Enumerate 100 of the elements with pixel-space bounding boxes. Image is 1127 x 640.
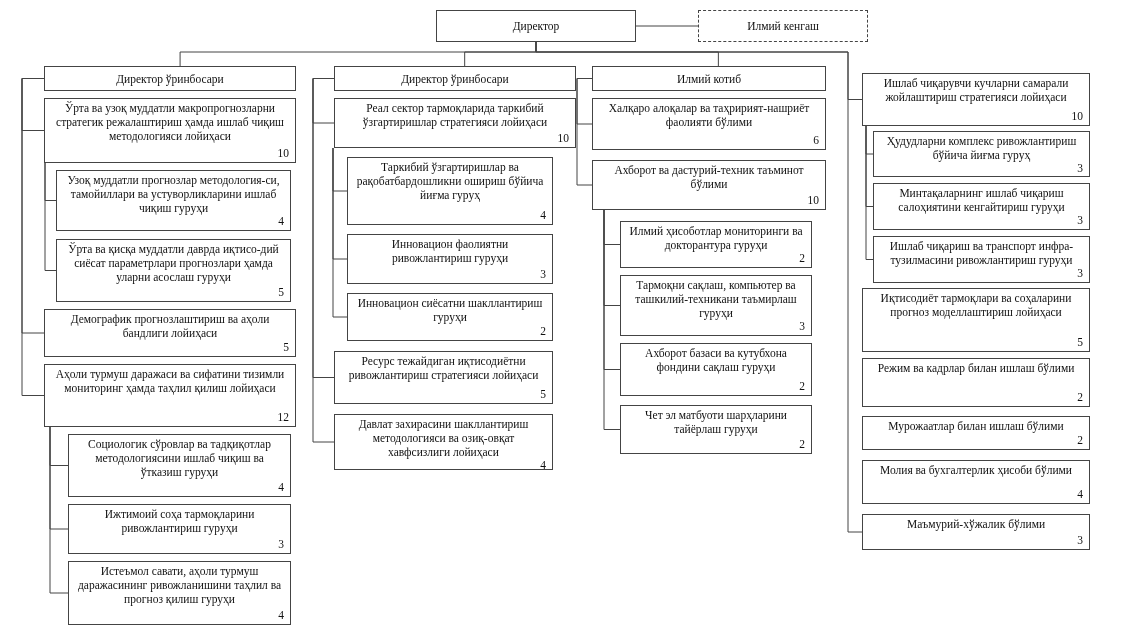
connector-line	[576, 78, 593, 186]
staff-count: 10	[277, 147, 289, 161]
staff-count: 5	[1077, 336, 1083, 350]
unit-box	[698, 10, 868, 42]
unit-name: Директор ўринбосари	[115, 72, 225, 86]
unit-name: Илмий котиб	[675, 72, 743, 86]
unit-name: Минтақаларнинг ишлаб чиқариш салоҳиятини кенгайтириш гуруҳи	[897, 186, 1066, 215]
unit-box	[436, 10, 636, 42]
staff-count: 3	[799, 320, 805, 334]
staff-count: 3	[278, 538, 284, 552]
unit-box	[592, 160, 826, 210]
unit-box	[620, 343, 812, 396]
staff-count: 2	[540, 325, 546, 339]
unit-name: Директор	[511, 19, 561, 34]
staff-count: 2	[1077, 434, 1083, 448]
staff-count: 10	[1071, 110, 1083, 124]
unit-name: Таркибий ўзгартиришлар ва рақобатбардошликни ошириш бўйича йиғма гуруҳ	[355, 160, 545, 203]
unit-box	[44, 98, 296, 163]
unit-name: Халқаро алоқалар ва таҳририят-нашриёт фаолияти бўлими	[607, 101, 811, 130]
staff-count: 4	[278, 609, 284, 623]
connector-line	[49, 426, 69, 594]
staff-count: 5	[540, 388, 546, 402]
staff-count: 4	[278, 215, 284, 229]
staff-count: 12	[277, 411, 289, 425]
unit-name: Социологик сўровлар ва тадқиқотлар методологиясини ишлаб чиқиш ва ўтказиш гуруҳи	[87, 437, 272, 480]
staff-count: 3	[1077, 162, 1083, 176]
unit-name: Инновацион фаолиятни ривожлантириш гуруҳи	[390, 237, 510, 266]
staff-count: 4	[540, 209, 546, 223]
unit-box	[873, 183, 1090, 230]
unit-box	[347, 157, 553, 225]
unit-name: Истеъмол савати, аҳоли турмуш даражасининг ривожланишини таҳлил ва прогноз қилиш гуруҳи	[76, 564, 283, 607]
unit-box	[334, 351, 553, 404]
staff-count: 5	[283, 341, 289, 355]
staff-count: 3	[1077, 214, 1083, 228]
unit-box	[68, 434, 291, 497]
connector-line	[312, 78, 335, 443]
connector-line	[332, 147, 348, 318]
staff-count: 10	[557, 132, 569, 146]
unit-name: Режим ва кадрлар билан ишлаш бўлими	[876, 361, 1076, 375]
unit-name: Ўрта ва узоқ муддатли макропрогнозларни стратегик режалаштириш ҳамда ишлаб чиқиш методологияси лойиҳаси	[55, 101, 285, 144]
staff-count: 4	[1077, 488, 1083, 502]
unit-box	[56, 239, 291, 302]
connector-line	[603, 209, 621, 430]
unit-box	[620, 405, 812, 454]
unit-name: Реал сектор тармоқларида таркибий ўзгартиришлар стратегияси лойиҳаси	[361, 101, 549, 130]
unit-box	[862, 514, 1090, 550]
connector-line	[535, 41, 863, 533]
unit-box	[862, 460, 1090, 504]
unit-name: Мурожаатлар билан ишлаш бўлими	[887, 419, 1065, 433]
unit-box	[862, 73, 1090, 126]
staff-count: 2	[799, 252, 805, 266]
connector-line	[635, 25, 699, 27]
staff-count: 3	[1077, 267, 1083, 281]
unit-name: Аҳоли турмуш даражаси ва сифатини тизимли мониторинг ҳамда таҳлил қилиш лойиҳаси	[54, 367, 286, 396]
unit-name: Чет эл матбуоти шарҳларини тайёрлаш гуруҳи	[644, 408, 788, 437]
unit-name: Илмий ҳисоботлар мониторинги ва докторантура гуруҳи	[628, 224, 804, 253]
unit-box	[334, 98, 576, 148]
staff-count: 3	[540, 268, 546, 282]
unit-box	[862, 416, 1090, 450]
staff-count: 2	[799, 438, 805, 452]
staff-count: 3	[1077, 534, 1083, 548]
unit-box	[347, 234, 553, 284]
unit-box	[873, 236, 1090, 283]
unit-name: Илмий кенгаш	[746, 19, 820, 34]
unit-name: Ҳудудларни комплекс ривожлантириш бўйича йиғма гуруҳ	[885, 134, 1078, 163]
connector-line	[44, 162, 57, 271]
unit-name: Маъмурий-хўжалик бўлими	[905, 517, 1047, 531]
unit-box	[44, 364, 296, 427]
unit-name: Давлат захирасини шакллантириш методологияси ва озиқ-овқат хавфсизлиги лойиҳаси	[357, 417, 530, 460]
unit-name: Узоқ муддатли прогнозлар методология-си, тамойиллари ва устуворликларини ишлаб чиқиш гуруҳи	[66, 173, 281, 216]
unit-name: Ишлаб чиқарувчи кучларни самарали жойлаштириш стратегияси лойиҳаси	[882, 76, 1070, 105]
unit-name: Молия ва бухгалтерлик ҳисоби бўлими	[878, 463, 1074, 477]
unit-name: Ресурс тежайдиган иқтисодиётни ривожлантириш стратегияси лойиҳаси	[347, 354, 540, 383]
unit-box	[334, 66, 576, 91]
unit-box	[592, 98, 826, 150]
unit-box	[68, 504, 291, 554]
staff-count: 4	[540, 459, 546, 473]
staff-count: 2	[799, 380, 805, 394]
unit-box	[862, 288, 1090, 352]
staff-count: 6	[813, 134, 819, 148]
staff-count: 2	[1077, 391, 1083, 405]
unit-name: Ишлаб чиқариш ва транспорт инфра-тузилмасини ривожлантириш гуруҳи	[888, 239, 1075, 268]
unit-box	[44, 309, 296, 357]
unit-name: Директор ўринбосари	[400, 72, 510, 86]
unit-box	[873, 131, 1090, 177]
unit-box	[44, 66, 296, 91]
unit-name: Ижтимоий соҳа тармоқларини ривожлантириш гуруҳи	[103, 507, 256, 536]
unit-box	[592, 66, 826, 91]
staff-count: 10	[807, 194, 819, 208]
unit-box	[68, 561, 291, 625]
connector-line	[21, 78, 45, 396]
unit-name: Ахборот ва дастурий-техник таъминот бўлими	[613, 163, 805, 192]
unit-box	[56, 170, 291, 231]
connector-line	[865, 125, 874, 260]
unit-name: Иқтисодиёт тармоқлари ва соҳаларини прогноз моделлаштириш лойиҳаси	[879, 291, 1073, 320]
unit-name: Тармоқни сақлаш, компьютер ва ташкилий-техникани таъмирлаш гуруҳи	[634, 278, 798, 321]
unit-box	[620, 275, 812, 336]
unit-name: Ахборот базаси ва кутубхона фондини сақлаш гуруҳи	[644, 346, 788, 375]
staff-count: 5	[278, 286, 284, 300]
unit-name: Ўрта ва қисқа муддатли даврда иқтисо-дий сиёсат параметрлари прогнозлари ҳамда уларни асослаш гуруҳи	[67, 242, 280, 285]
